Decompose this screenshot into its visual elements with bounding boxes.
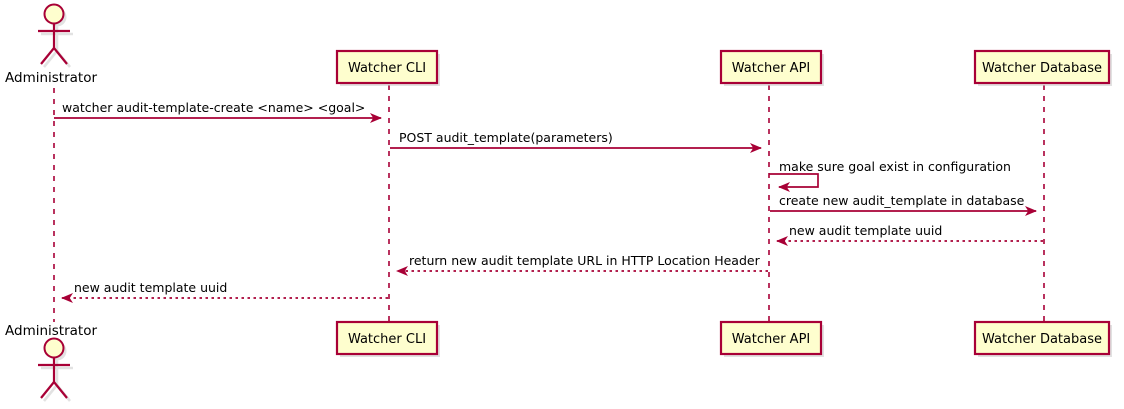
actor-leg-right [53,381,68,399]
participant-watcher-cli-top[interactable]: Watcher CLI [335,49,440,86]
participant-box [719,320,823,356]
message-label-4: create new audit_template in database [779,193,1025,208]
participant-box [973,320,1111,356]
participant-label-watcher-database-bottom: Watcher Database [982,332,1102,347]
participant-box [335,320,439,356]
participant-label-watcher-cli-top: Watcher CLI [348,61,426,76]
message-2[interactable]: POST audit_template(parameters) [390,130,762,153]
message-label-3: make sure goal exist in configuration [779,159,1011,174]
actor-administrator-bottom[interactable]: Administrator [5,323,97,402]
actor-leg-left [40,381,55,399]
message-4[interactable]: create new audit_template in database [770,193,1037,216]
message-6[interactable]: return new audit template URL in HTTP Lo… [396,253,768,276]
actor-leg-left [40,47,55,65]
message-7[interactable]: new audit template uuid [61,280,388,303]
participant-label-watcher-database-top: Watcher Database [982,61,1102,76]
actor-head-icon [43,337,65,359]
participant-watcher-database-bottom[interactable]: Watcher Database [973,320,1112,357]
actor-leg-right [53,47,68,65]
message-label-2: POST audit_template(parameters) [399,130,613,145]
participant-watcher-cli-bottom[interactable]: Watcher CLI [335,320,440,357]
actor-label-administrator-top: Administrator [5,70,97,86]
participant-watcher-api-top[interactable]: Watcher API [719,49,824,86]
participant-label-watcher-api-bottom: Watcher API [732,332,811,347]
message-label-5: new audit template uuid [789,223,942,238]
participant-watcher-database-top[interactable]: Watcher Database [973,49,1112,86]
participant-watcher-api-bottom[interactable]: Watcher API [719,320,824,357]
actor-administrator-top[interactable]: Administrator [5,3,97,87]
participant-box [973,49,1111,85]
participant-label-watcher-api-top: Watcher API [732,61,811,76]
actor-head-icon [43,3,65,25]
participant-box [719,49,823,85]
message-self-loop-path [769,173,819,192]
message-label-7: new audit template uuid [74,280,227,295]
message-1[interactable]: watcher audit-template-create <name> <go… [54,100,382,123]
message-3-self[interactable]: make sure goal exist in configuration [769,159,1011,192]
message-label-6: return new audit template URL in HTTP Lo… [409,253,761,268]
actor-label-administrator-bottom: Administrator [5,323,97,339]
message-5[interactable]: new audit template uuid [776,223,1043,246]
message-label-1: watcher audit-template-create <name> <go… [62,100,365,115]
participant-label-watcher-cli-bottom: Watcher CLI [348,332,426,347]
participant-box [335,49,439,85]
